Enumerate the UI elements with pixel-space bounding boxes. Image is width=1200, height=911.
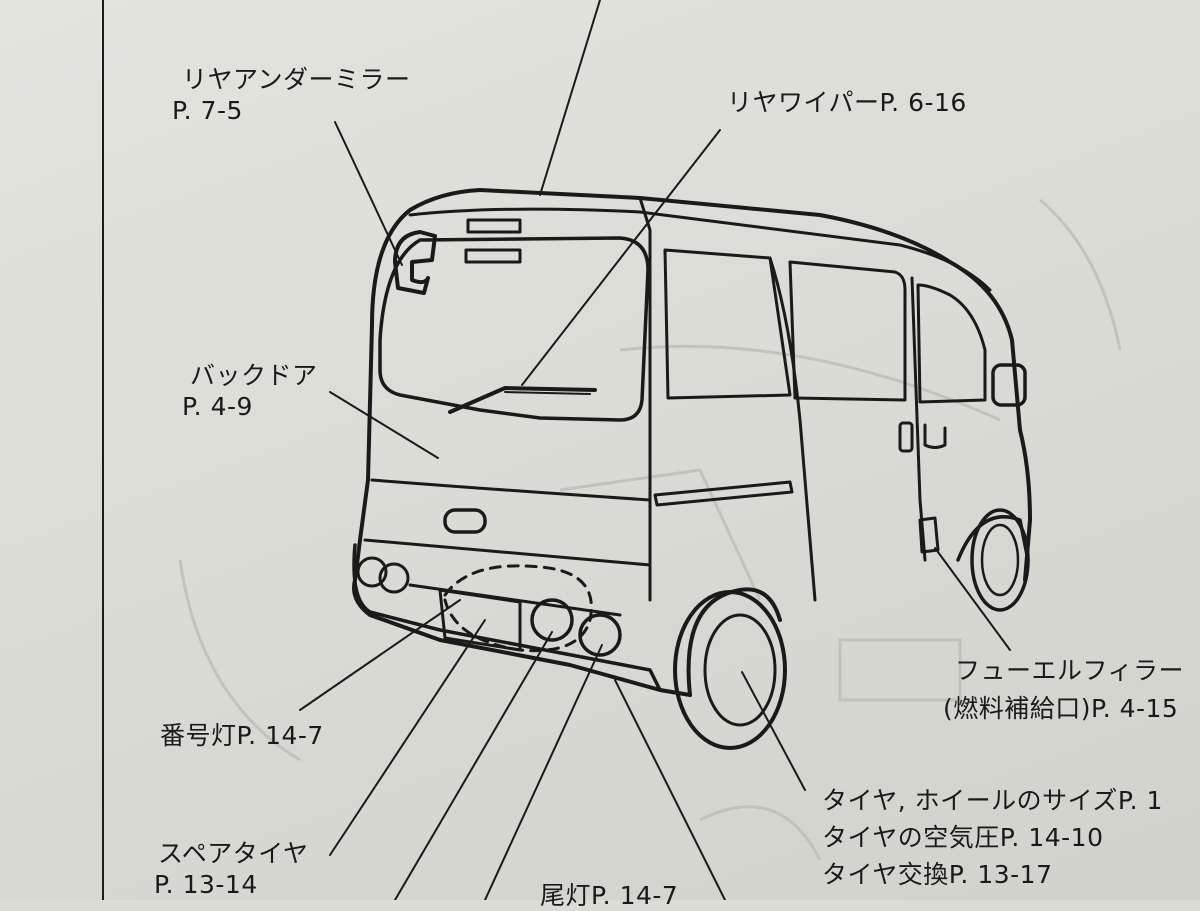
rear-bumper bbox=[352, 543, 692, 697]
label-rear-under-mirror: リヤアンダーミラー P. 7-5 bbox=[172, 64, 411, 126]
spare-tire-outline bbox=[443, 564, 593, 653]
label-tire-pressure: タイヤの空気圧P. 14-10 bbox=[822, 823, 1104, 852]
rear-tire bbox=[673, 590, 787, 750]
label-fuel-filler-page: (燃料補給口)P. 4-15 bbox=[943, 694, 1179, 723]
label-license-lamp-text: 番号灯P. 14-7 bbox=[160, 721, 324, 750]
label-spare-tire-name: スペアタイヤ bbox=[158, 839, 309, 868]
label-back-door-name: バックドア bbox=[190, 361, 318, 390]
label-spare-tire: スペアタイヤ P. 13-14 bbox=[154, 838, 309, 900]
side-window-3 bbox=[916, 283, 987, 404]
label-rear-under-mirror-page: P. 7-5 bbox=[172, 96, 243, 125]
side-window-2 bbox=[788, 260, 907, 402]
label-fuel-filler: フューエルフィラー (燃料補給口)P. 4-15 bbox=[943, 652, 1185, 728]
label-back-door: バックドア P. 4-9 bbox=[182, 360, 318, 422]
tail-lamp-left bbox=[530, 598, 574, 642]
label-tail-lamp: 尾灯P. 14-7 bbox=[540, 880, 678, 911]
rear-wiper bbox=[448, 386, 597, 414]
rear-under-mirror bbox=[393, 230, 437, 295]
side-window-1 bbox=[663, 248, 792, 400]
label-rear-wiper: リヤワイパーP. 6-16 bbox=[727, 87, 967, 118]
label-back-door-page: P. 4-9 bbox=[182, 392, 253, 421]
label-rear-under-mirror-name: リヤアンダーミラー bbox=[182, 65, 411, 94]
label-fuel-filler-name: フューエルフィラー bbox=[955, 656, 1185, 685]
label-license-lamp: 番号灯P. 14-7 bbox=[160, 720, 324, 751]
side-mirror bbox=[991, 363, 1027, 407]
bleed-through-ghost bbox=[178, 198, 1122, 861]
label-spare-tire-page: P. 13-14 bbox=[154, 870, 258, 899]
leader-lines bbox=[299, 0, 1011, 900]
label-tire-size: タイヤ, ホイールのサイズP. 1 bbox=[822, 786, 1163, 815]
label-tail-lamp-text: 尾灯P. 14-7 bbox=[540, 881, 679, 910]
page-margin-line bbox=[102, 0, 104, 900]
label-tire-change: タイヤ交換P. 13-17 bbox=[822, 860, 1053, 889]
label-tire-info: タイヤ, ホイールのサイズP. 1 タイヤの空気圧P. 14-10 タイヤ交換P… bbox=[822, 782, 1163, 893]
label-rear-wiper-text: リヤワイパーP. 6-16 bbox=[727, 88, 967, 117]
